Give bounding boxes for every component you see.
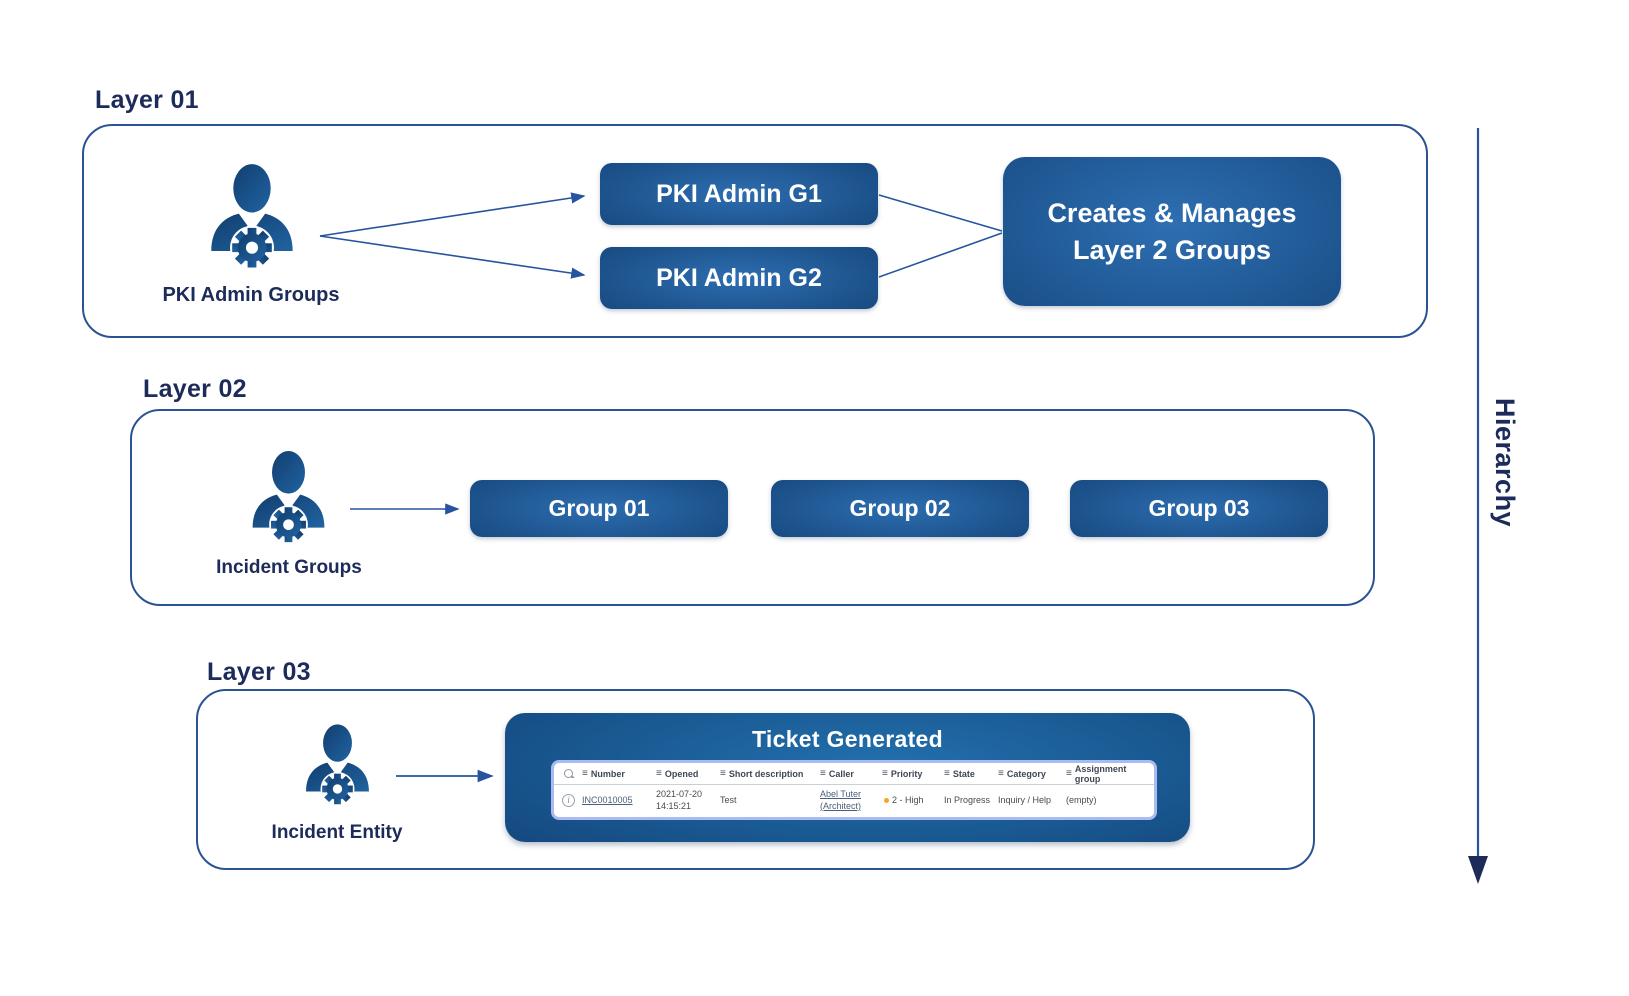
column-header-opened[interactable]: ≡ Opened [654,768,718,779]
column-header-label: Number [590,768,625,779]
ticket-generated-card: Ticket Generated ≡ Number ≡ Opened ≡ Sho… [505,713,1190,842]
column-menu-icon[interactable]: ≡ [882,768,888,779]
layer-02-container [130,409,1375,606]
column-menu-icon[interactable]: ≡ [820,768,826,779]
incident-groups-label: Incident Groups [216,557,362,578]
pki-admin-groups-label: PKI Admin Groups [162,284,340,306]
column-header-short-description[interactable]: ≡ Short description [718,768,818,779]
group-01-box: Group 01 [470,480,728,537]
short-description-cell: Test [720,794,737,805]
opened-cell: 2021-07-20 14:15:21 [656,789,703,811]
incident-entity-label: Incident Entity [271,822,403,843]
layer-01-container [82,124,1428,338]
column-header-priority[interactable]: ≡ Priority [880,768,942,779]
column-header-category[interactable]: ≡ Category [996,768,1064,779]
layer-01-label: Layer 01 [95,86,199,114]
column-header-number[interactable]: ≡ Number [580,768,654,779]
caller-link[interactable]: Abel Tuter (Architect) [820,789,862,811]
layer-03-label: Layer 03 [207,658,311,686]
column-header-label: Short description [728,768,804,779]
column-menu-icon[interactable]: ≡ [656,768,662,779]
incident-entity-person-gear-icon [295,712,380,820]
assignment-group-cell: (empty) [1066,794,1097,805]
column-menu-icon[interactable]: ≡ [582,768,588,779]
priority-cell: 2 - High [892,794,924,805]
hierarchy-label: Hierarchy [1490,398,1520,528]
incident-table: ≡ Number ≡ Opened ≡ Short description ≡ … [551,760,1157,820]
layer-03-container [196,689,1315,870]
pki-admin-g2-box: PKI Admin G2 [600,247,878,309]
column-menu-icon[interactable]: ≡ [944,768,950,779]
ticket-generated-title: Ticket Generated [751,726,943,752]
column-header-label: Opened [664,768,699,779]
group-02-box: Group 02 [771,480,1029,537]
incident-table-header: ≡ Number ≡ Opened ≡ Short description ≡ … [554,763,1154,785]
group-03-box: Group 03 [1070,480,1328,537]
hierarchy-arrowhead-icon [1468,856,1488,884]
creates-manages-box: Creates & Manages Layer 2 Groups [1003,157,1341,306]
column-header-assignment-group[interactable]: ≡ Assignment group [1064,764,1150,784]
column-menu-icon[interactable]: ≡ [998,768,1004,779]
search-icon[interactable] [564,769,573,778]
column-header-label: Category [1006,768,1046,779]
info-icon[interactable]: i [562,794,575,807]
column-header-label: Priority [890,768,923,779]
incident-groups-person-gear-icon [240,437,337,560]
column-header-state[interactable]: ≡ State [942,768,996,779]
category-cell: Inquiry / Help [998,794,1052,805]
pki-admin-g1-box: PKI Admin G1 [600,163,878,225]
state-cell: In Progress [944,794,991,805]
column-header-label: Caller [828,768,854,779]
column-header-caller[interactable]: ≡ Caller [818,768,880,779]
layer-02-label: Layer 02 [143,375,247,403]
table-row: i INC0010005 2021-07-20 14:15:21 Test Ab… [554,785,1154,816]
column-header-label: Assignment group [1074,763,1127,784]
incident-number-link[interactable]: INC0010005 [582,794,633,805]
column-menu-icon[interactable]: ≡ [720,768,726,779]
priority-dot-icon [884,798,889,803]
column-header-label: State [952,768,975,779]
column-menu-icon[interactable]: ≡ [1066,768,1072,779]
pki-admin-person-gear-icon [197,148,307,288]
